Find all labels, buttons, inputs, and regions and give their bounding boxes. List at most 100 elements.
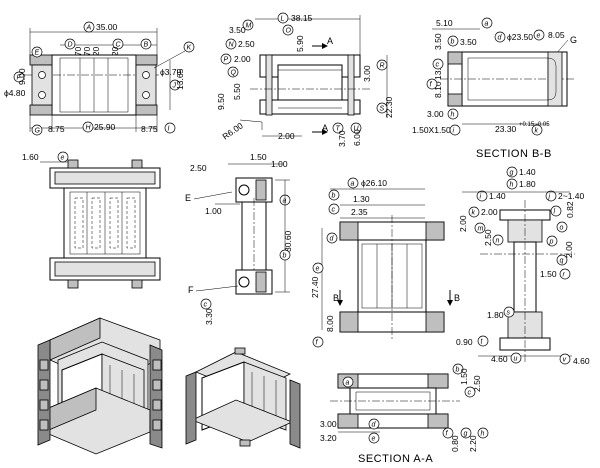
- dim-1-60: 1.60: [22, 152, 39, 162]
- bubble-sv-n-label: n: [496, 238, 500, 245]
- dim-23-30: 23.30: [495, 124, 517, 134]
- bubble-mv-d: [326, 232, 338, 244]
- dim-1-30: 1.30: [353, 194, 370, 204]
- bubble-sv-t: [477, 335, 489, 347]
- bubble-bb-e-label: e: [537, 33, 541, 40]
- dim-2-00-sv-c: 2.00: [564, 241, 574, 258]
- bubble-sv-u: [510, 352, 522, 364]
- dim-3-30: 3.30: [204, 308, 214, 325]
- front-view: L 38.15 M 3.50 N 2.50 P 2.00 Q O 5.90 9.…: [216, 12, 394, 147]
- bubble-k-label: K: [187, 45, 192, 52]
- bubble-saa-b: [452, 363, 464, 375]
- dim-3-50: 3.50: [229, 25, 246, 35]
- bubble-sv-l-label: l: [554, 209, 556, 216]
- bubble-bb-i-label: i: [453, 128, 455, 135]
- bubble-bb-e: [533, 29, 545, 41]
- dim-13-65: 13.65: [175, 68, 185, 90]
- pin-view: 2.50 1.50 1.00 E 1.00 a 30.60 b F c 3.30: [185, 152, 293, 325]
- bubble-m-label: M: [246, 23, 252, 30]
- bubble-sv-i-label: i: [480, 194, 482, 201]
- section-a-a: a b 1.50 c 2.50 3.00 d 3.20 e f 0.80 g 2…: [320, 363, 489, 465]
- bubble-mv-d-label: d: [330, 236, 335, 243]
- bubble-sv-q-label: q: [560, 258, 564, 265]
- bubble-s: [376, 102, 388, 114]
- bubble-mv-f: [312, 336, 324, 348]
- bubble-pin-b-label: b: [283, 253, 287, 260]
- bubble-pin-a-label: a: [283, 198, 287, 205]
- dim-2-50: 2.50: [238, 39, 255, 49]
- dim-r6-00: R6.00: [220, 120, 245, 141]
- dim-8-05: 8.05: [548, 30, 565, 40]
- dim-1-50-saa: 1.50: [459, 368, 469, 385]
- dim-3-50-bb-b: 3.50: [460, 37, 477, 47]
- dim-1-50-pin: 1.50: [250, 152, 267, 162]
- bubble-mv-a: [347, 177, 359, 189]
- dim-27-40: 27.40: [310, 276, 320, 298]
- bubble-bb-b-label: b: [451, 39, 455, 46]
- bubble-saa-c: [464, 386, 476, 398]
- label-e: E: [185, 193, 191, 203]
- section-b-b: 5.10 a 3.50 b 3.50 d ϕ23.50 e 8.05 G 13.…: [412, 17, 577, 160]
- dim-0-82: 0.82: [565, 201, 575, 218]
- bubble-sv-n: [492, 234, 504, 246]
- dim-6-00: 6.00: [352, 129, 362, 146]
- bubble-e-label: E: [35, 50, 40, 57]
- bubble-r-label: R: [380, 63, 385, 70]
- bubble-n: [225, 38, 237, 50]
- bubble-j-label: J: [172, 83, 177, 90]
- dim-0-90: 0.90: [456, 337, 473, 347]
- bubble-pin-c-label: c: [204, 302, 208, 309]
- bubble-pin-b: [279, 249, 291, 261]
- bubble-saa-a: [342, 376, 354, 388]
- dim-2-50-saa: 2.50: [472, 375, 482, 392]
- bubble-sv-h: [506, 178, 518, 190]
- bubble-k: [183, 41, 195, 53]
- bubble-g-label: G: [35, 128, 41, 135]
- bubble-sv-m-label: m: [478, 226, 484, 233]
- dim-26-10: ϕ26.10: [361, 178, 387, 188]
- bubble-sv-s: [503, 306, 515, 318]
- dim-3-50-bb: 3.50: [433, 33, 443, 50]
- bubble-d: [64, 38, 76, 50]
- dim-1-00-pin-b: 1.00: [205, 206, 222, 216]
- bubble-bb-b: [447, 35, 459, 47]
- bubble-bb-a-label: a: [485, 21, 489, 28]
- bubble-bb-f: [426, 78, 438, 90]
- bubble-sv-r: [559, 268, 571, 280]
- bubble-sv-k: [468, 206, 480, 218]
- bubble-bb-f-label: f: [430, 82, 433, 89]
- bubble-saa-c-label: c: [468, 390, 472, 397]
- bubble-bb-k: [531, 124, 543, 136]
- dim-3-00-bb: 3.00: [427, 109, 444, 119]
- dim-2-50-pin: 2.50: [190, 163, 207, 173]
- dim-2-1-40: 2~1.40: [558, 191, 585, 201]
- bubble-lm-e-label: e: [61, 155, 65, 162]
- dim-8-75-a: 8.75: [48, 124, 65, 134]
- bubble-sv-o: [556, 221, 568, 233]
- dim-2-00: 2.00: [234, 54, 251, 64]
- bubble-mv-b-label: b: [332, 193, 336, 200]
- bubble-sv-j-label: j: [548, 194, 551, 201]
- section-mark-b-right: B: [454, 293, 460, 303]
- bubble-q: [227, 66, 239, 78]
- dim-2-00-sv: 2.00: [481, 207, 498, 217]
- dim-1-40-b: 1.40: [489, 191, 506, 201]
- bubble-m: [242, 19, 254, 31]
- dim-0-80: 0.80: [450, 435, 460, 452]
- dim-22-30: 22.30: [384, 96, 394, 118]
- bubble-mv-c: [328, 203, 340, 215]
- bubble-mv-e: [312, 262, 324, 274]
- bubble-sv-v: [559, 353, 571, 365]
- bubble-bb-i: [449, 124, 461, 136]
- bubble-sv-j: [545, 190, 557, 202]
- bubble-l: [277, 12, 289, 24]
- bubble-o: [282, 24, 294, 36]
- bubble-saa-f-label: f: [446, 431, 449, 438]
- bubble-n-label: N: [229, 42, 235, 49]
- bubble-sv-s-label: s: [507, 310, 511, 317]
- bubble-saa-e: [368, 432, 380, 444]
- bubble-saa-f: [442, 427, 454, 439]
- bubble-sv-o-label: o: [560, 225, 564, 232]
- dim-38-15: 38.15: [291, 13, 313, 23]
